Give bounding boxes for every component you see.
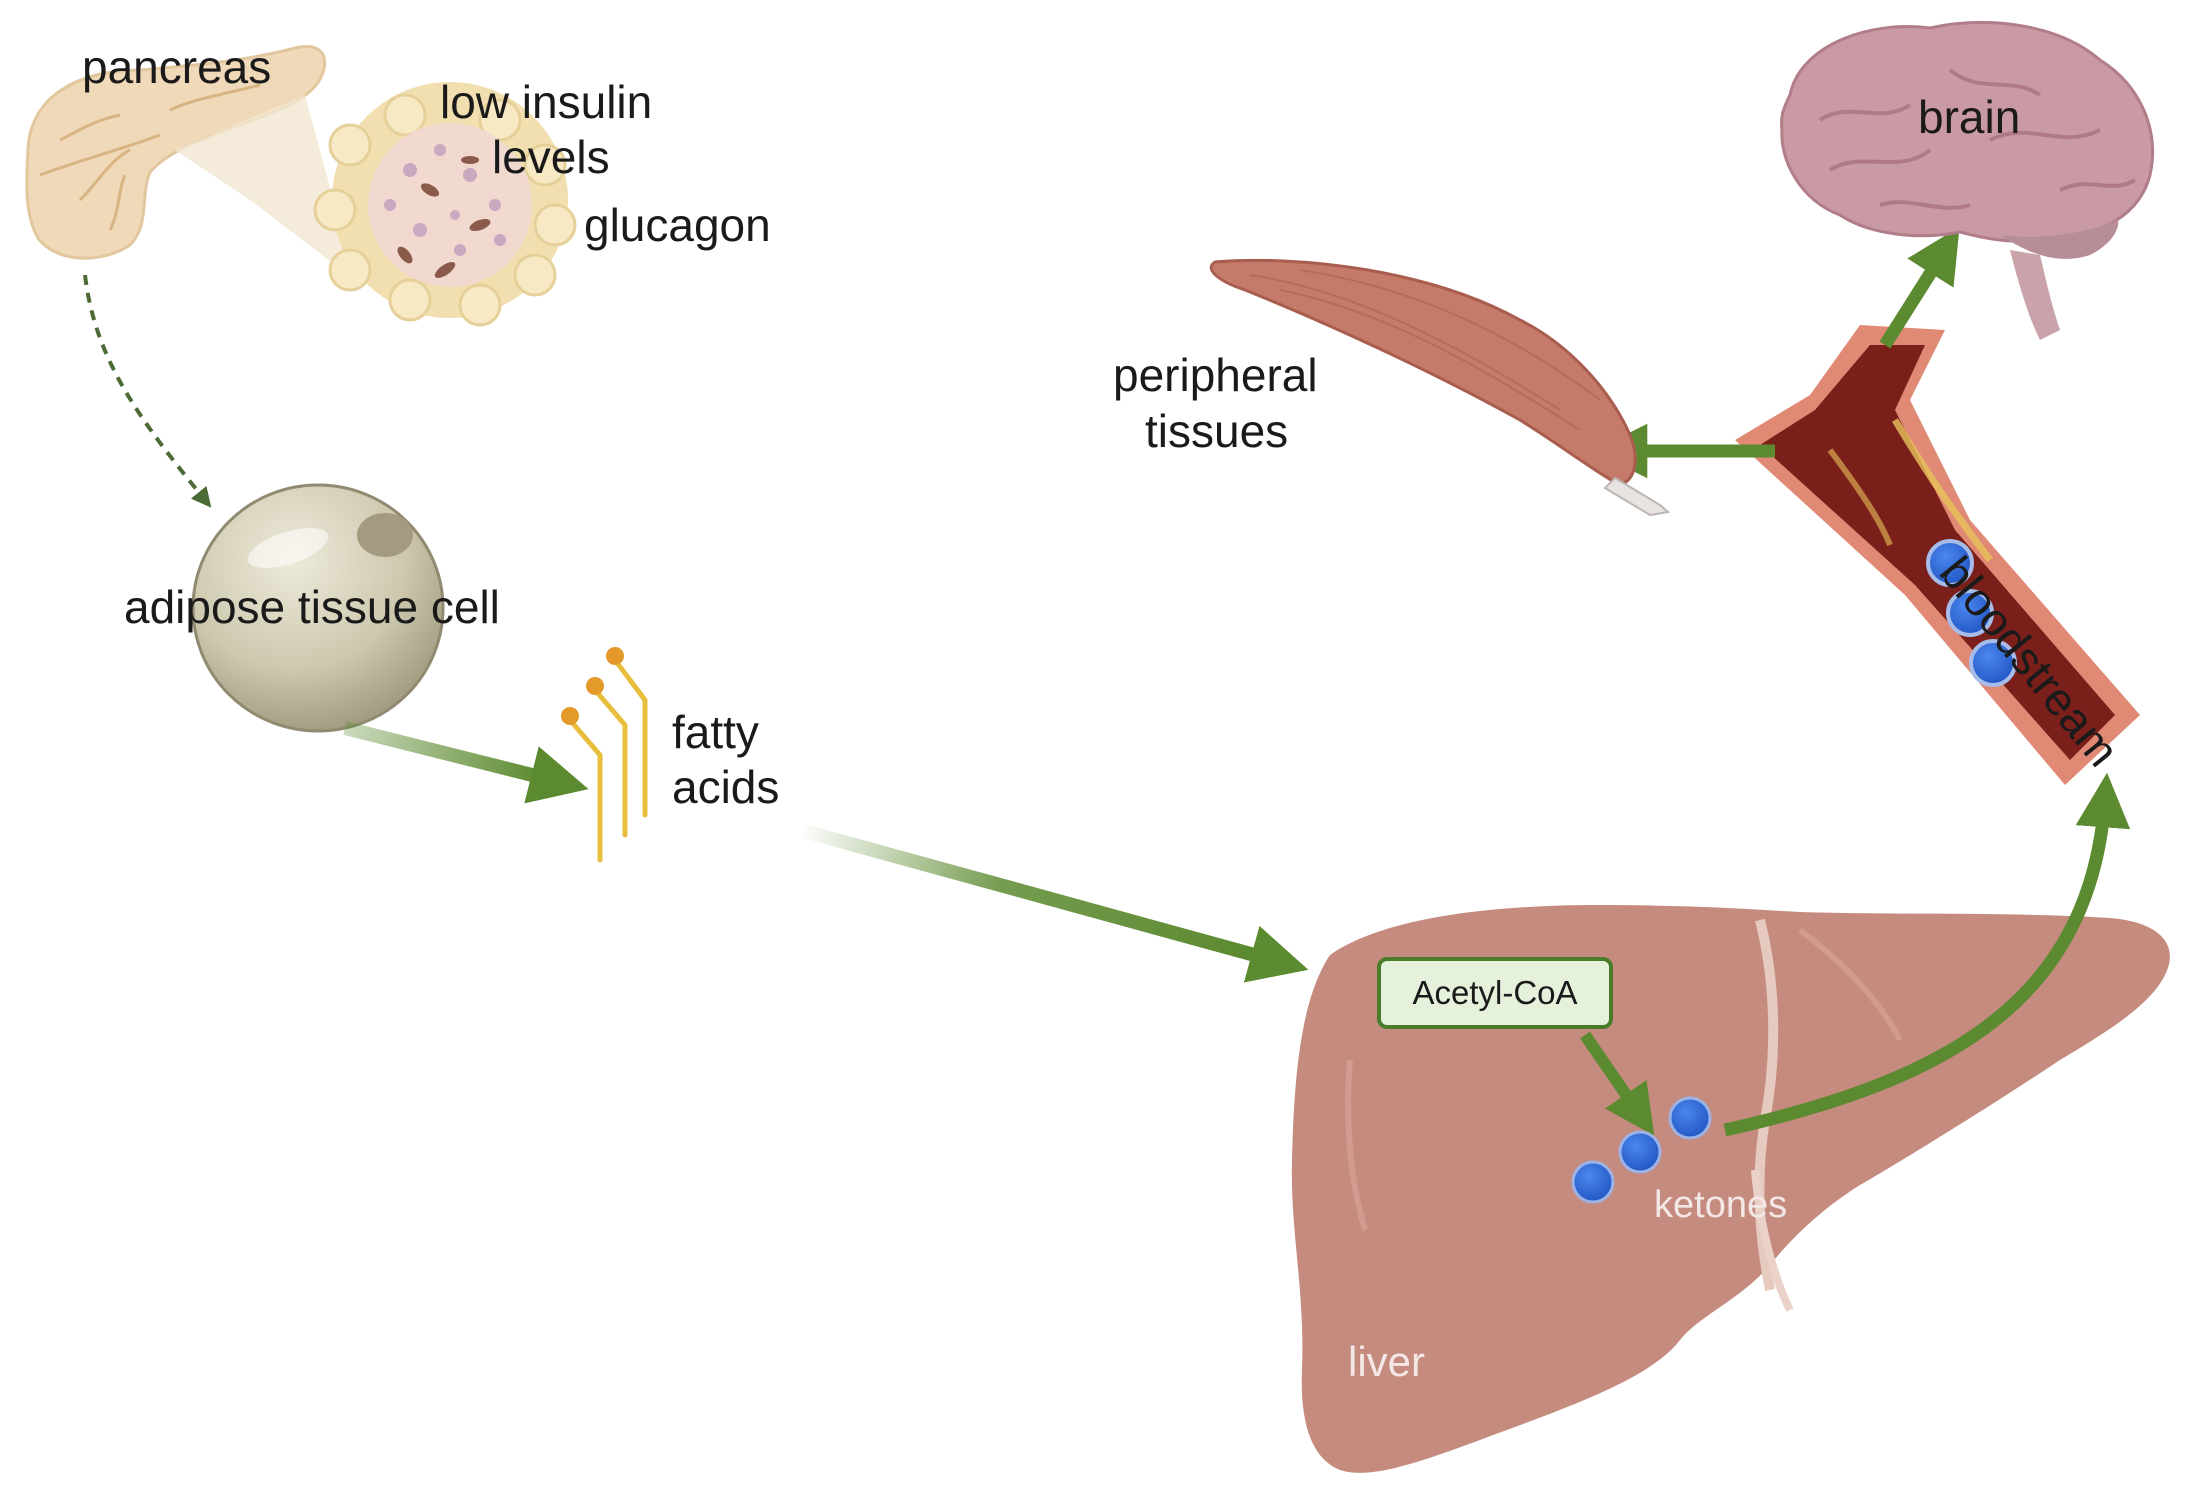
levels-label: levels: [492, 131, 610, 183]
low-insulin-label: low insulin: [440, 76, 653, 128]
ketone-molecule: [1618, 1130, 1662, 1174]
arrow-adipose-to-fatty-acids: [343, 721, 589, 804]
peripheral-label: peripheral: [1113, 349, 1318, 401]
ketones-in-liver: [1571, 1096, 1712, 1204]
glucagon-label: glucagon: [584, 199, 771, 251]
ketone-molecule: [1969, 639, 2017, 687]
brain-label: brain: [1918, 91, 2021, 143]
arrow-fatty-acids-to-liver: [798, 823, 1309, 983]
arrow-bloodstream-to-brain: [1879, 226, 1960, 349]
muscle-illustration: [1209, 258, 1671, 517]
brain-illustration: [1780, 21, 2155, 340]
arrow-acetyl-coa-to-ketones: [1580, 1031, 1655, 1136]
adipose-tissue-cell-label: adipose tissue cell: [124, 581, 500, 633]
ketone-molecule: [1926, 539, 1974, 587]
ketone-molecule: [1946, 589, 1994, 637]
islet-of-langerhans: [313, 82, 577, 327]
acetyl-coa-label: Acetyl-CoA: [1412, 974, 1578, 1011]
pancreas-illustration: [25, 45, 577, 327]
ketone-molecule: [1571, 1160, 1615, 1204]
blood-vessel-illustration: [1735, 325, 2140, 785]
ketone-molecule: [1668, 1096, 1712, 1140]
acids-label: acids: [672, 761, 780, 813]
fatty-label: fatty: [672, 706, 759, 758]
tissues-label: tissues: [1145, 405, 1289, 457]
pancreas-label: pancreas: [82, 41, 272, 93]
acetyl-coa-box: Acetyl-CoA: [1377, 957, 1613, 1029]
liver-label: liver: [1348, 1338, 1426, 1385]
arrow-liver-to-bloodstream: [1723, 772, 2131, 1137]
ketones-label: ketones: [1654, 1184, 1788, 1226]
fatty-acids-illustration: [561, 647, 648, 863]
adipose-cell-illustration: [191, 483, 445, 733]
dashed-arrow-pancreas-to-adipose: [83, 274, 212, 508]
